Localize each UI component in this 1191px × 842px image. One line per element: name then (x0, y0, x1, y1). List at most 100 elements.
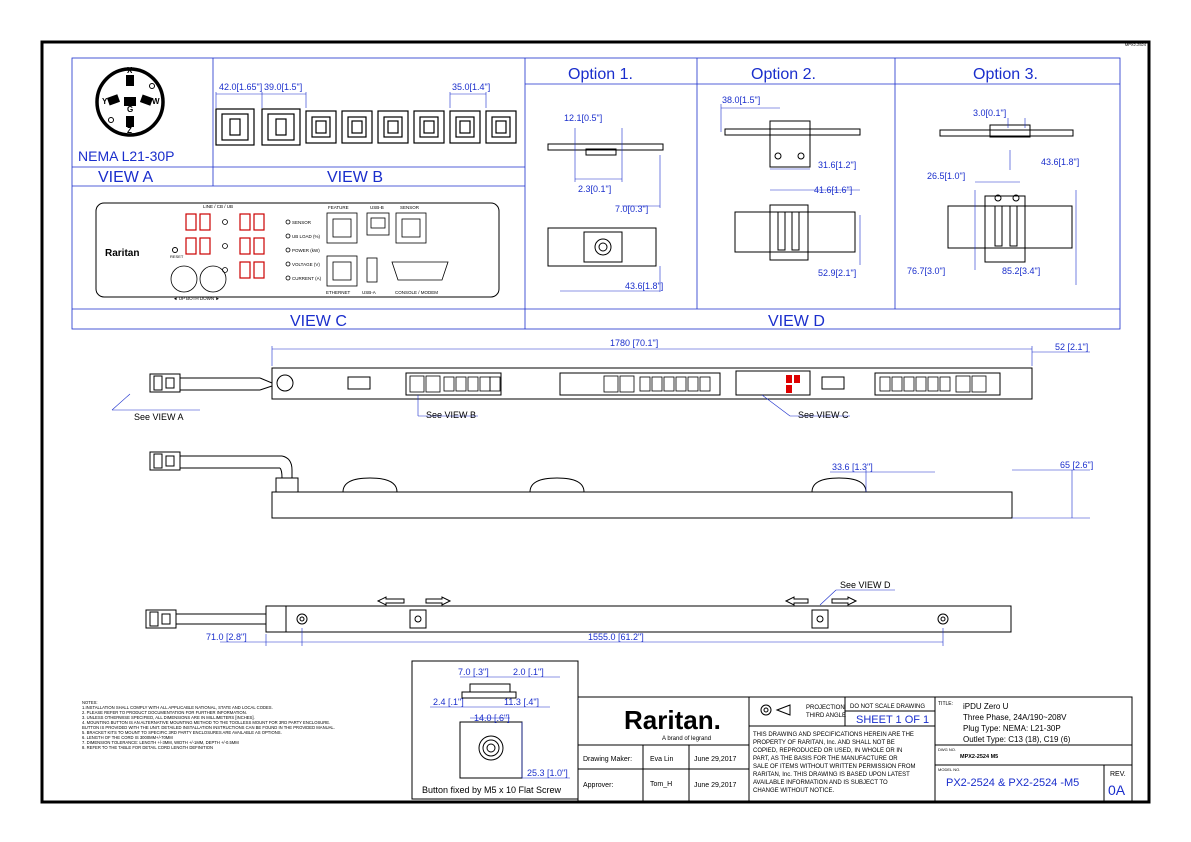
rev-value: 0A (1108, 782, 1126, 798)
btn-dim-3: 2.4 [.1"] (433, 697, 464, 707)
plug-letter-y: Y (102, 97, 108, 106)
depth-dim: 52 [2.1"] (1055, 342, 1088, 352)
disclaimer-line: SALE OF ITEMS WITHOUT WRITTEN PERMISSION… (753, 764, 916, 770)
opt3-dim-1: 3.0[0.1"] (973, 108, 1006, 118)
panel-brand: Raritan (105, 248, 139, 259)
see-view-d: See VIEW D (840, 580, 891, 590)
opt1-dim-3: 7.0[0.3"] (615, 204, 648, 214)
option-2-bracket-drawing: 38.0[1.5"] 31.6[1.2"] 41.6[1.6"] 52.9[2.… (720, 95, 861, 278)
length-dim: 1780 [70.1"] (610, 338, 658, 348)
pdu-side-view: 33.6 [1.3"] 65 [2.6"] (149, 451, 1093, 519)
third-angle-label: THIRD ANGLE (806, 713, 846, 719)
opt1-dim-4: 43.6[1.8"] (625, 281, 663, 291)
indicator-voltage: VOLTAGE (V) (292, 262, 320, 267)
note-line: 3. UNLESS OTHERWISE SPECIFIED, ALL DIMEN… (82, 715, 255, 720)
port-usbb-label: USB-B (370, 205, 384, 210)
view-c-panel: LINE / CB / UB Raritan RESET ◄ UP BOTH D… (95, 202, 500, 301)
note-line: 8. REFER TO THE TABLE FOR DETAIL CORD LE… (82, 745, 213, 750)
projection-label: PROJECTION (806, 705, 845, 711)
note-line: 1.INSTALLATION SHALL COMPLY WITH ALL APP… (82, 705, 273, 710)
see-view-c: See VIEW C (798, 410, 849, 420)
raritan-tagline: A brand of legrand (662, 736, 711, 742)
sheet-number: SHEET 1 OF 1 (856, 714, 929, 726)
back-dim-2: 1555.0 [61.2"] (588, 632, 644, 642)
panel-reset: RESET (170, 254, 184, 259)
port-console-label: CONSOLE / MODEM (395, 290, 438, 295)
btn-dim-1: 7.0 [.3"] (458, 667, 489, 677)
disclaimer-line: RARITAN, Inc. THIS DRAWING IS BASED UPON… (753, 772, 910, 778)
btn-dim-6: 25.3 [1.0"] (527, 768, 568, 778)
dwg-number: MPX2-2524 M5 (960, 754, 998, 760)
opt2-dim-2: 31.6[1.2"] (818, 160, 856, 170)
btn-dim-5: 14.0 [.6"] (474, 713, 510, 723)
view-b-dim-2: 39.0[1.5"] (264, 82, 302, 92)
option-1-title: Option 1. (568, 66, 633, 83)
back-dim-1: 71.0 [2.8"] (206, 632, 247, 642)
button-caption: Button fixed by M5 x 10 Flat Screw (422, 785, 562, 795)
do-not-scale: DO NOT SCALE DRAWING (850, 704, 925, 710)
plug-letter-x: X (127, 66, 133, 75)
opt3-dim-5: 85.2[3.4"] (1002, 266, 1040, 276)
disclaimer-line: COPIED, REPRODUCED OR USED, IN WHOLE OR … (753, 748, 902, 754)
title-line: iPDU Zero U (963, 702, 1009, 711)
btn-dim-2: 2.0 [.1"] (513, 667, 544, 677)
raritan-logo: Raritan. (624, 705, 721, 735)
title-line: Plug Type: NEMA: L21-30P (963, 724, 1061, 733)
model-number: PX2-2524 & PX2-2524 -M5 (946, 777, 1079, 789)
option-2-title: Option 2. (751, 66, 816, 83)
pdu-back-view: 71.0 [2.8"] 1555.0 [61.2"] See VIEW D (145, 580, 1012, 646)
see-view-a: See VIEW A (134, 412, 184, 422)
see-view-b: See VIEW B (426, 410, 476, 420)
view-a-label: VIEW A (98, 169, 153, 186)
side-dim-1: 33.6 [1.3"] (832, 462, 873, 472)
option-1-bracket-drawing: 12.1[0.5"] 2.3[0.1"] 7.0[0.3"] 43.6[1.8"… (547, 113, 664, 292)
note-line: 4. MOUNTING BUTTON IS AN ALTERNATIVE MOU… (82, 720, 330, 725)
title-line: Outlet Type: C13 (18), C19 (6) (963, 735, 1071, 744)
plug-letter-g: G (127, 105, 133, 114)
view-b-dim-1: 42.0[1.65"] (219, 82, 262, 92)
port-sensor-label: SENSOR (400, 205, 420, 210)
drawing-frame (40, 40, 1151, 804)
panel-top-label: LINE / CB / UB (203, 204, 233, 209)
maker-label: Drawing Maker: (583, 756, 632, 763)
disclaimer-line: AVAILABLE INFORMATION AND IS SUBJECT TO (753, 780, 888, 786)
indicator-ub-load: UB LOAD (%) (292, 234, 321, 239)
button-detail: 7.0 [.3"] 2.0 [.1"] 2.4 [.1"] 11.3 [.4"]… (411, 660, 579, 800)
approver-label: Approver: (583, 782, 613, 789)
btn-dim-4: 11.3 [.4"] (504, 697, 539, 707)
note-line: 6. LENGTH OF THE CORD IS 3000MM+/-70MM (82, 735, 173, 740)
approver-name: Tom_H (650, 781, 672, 788)
plug-letter-w: W (152, 97, 160, 106)
title-line: Three Phase, 24A/190~208V (963, 713, 1067, 722)
indicator-power: POWER (kW) (292, 248, 320, 253)
opt3-dim-4: 76.7[3.0"] (907, 266, 945, 276)
title-block: Raritan. A brand of legrand Drawing Make… (577, 696, 1133, 803)
indicator-sensor: SENSOR (292, 220, 312, 225)
side-dim-2: 65 [2.6"] (1060, 460, 1093, 470)
plug-letter-z: Z (127, 126, 132, 135)
nema-plug-face: X Y W G Z (95, 66, 165, 137)
view-b-label: VIEW B (327, 169, 383, 186)
disclaimer-line: CHANGE WITHOUT NOTICE. (753, 788, 835, 794)
opt1-dim-2: 2.3[0.1"] (578, 184, 611, 194)
opt2-dim-4: 52.9[2.1"] (818, 268, 856, 278)
opt3-dim-2: 43.6[1.8"] (1041, 157, 1079, 167)
option-3-bracket-drawing: 3.0[0.1"] 43.6[1.8"] 26.5[1.0"] 76.7[3.0… (907, 108, 1079, 285)
disclaimer-line: THIS DRAWING AND SPECIFICATIONS HEREIN A… (753, 732, 914, 738)
indicator-current: CURRENT (A) (292, 276, 322, 281)
title-label: TITLE: (938, 701, 953, 707)
model-label: MODEL NO. (938, 767, 960, 772)
view-d-label: VIEW D (768, 313, 825, 330)
view-c-label: VIEW C (290, 313, 347, 330)
maker-name: Eva Lin (650, 756, 673, 763)
opt2-dim-1: 38.0[1.5"] (722, 95, 760, 105)
pdu-front-view: 1780 [70.1"] 52 [2.1"] See VIEW A See VI… (111, 338, 1090, 422)
rev-label: REV. (1110, 771, 1126, 778)
opt2-dim-3: 41.6[1.6"] (814, 185, 852, 195)
approver-date: June 29,2017 (694, 782, 737, 789)
top-views-box (71, 57, 1121, 330)
view-b-outlets: 42.0[1.65"] 39.0[1.5"] 35.0[1.4"] (215, 82, 517, 146)
note-line: 7. DIMENSION TOLERANCE: LENGTH +/-3MM, W… (82, 740, 239, 745)
notes-header: NOTES: (82, 700, 98, 705)
